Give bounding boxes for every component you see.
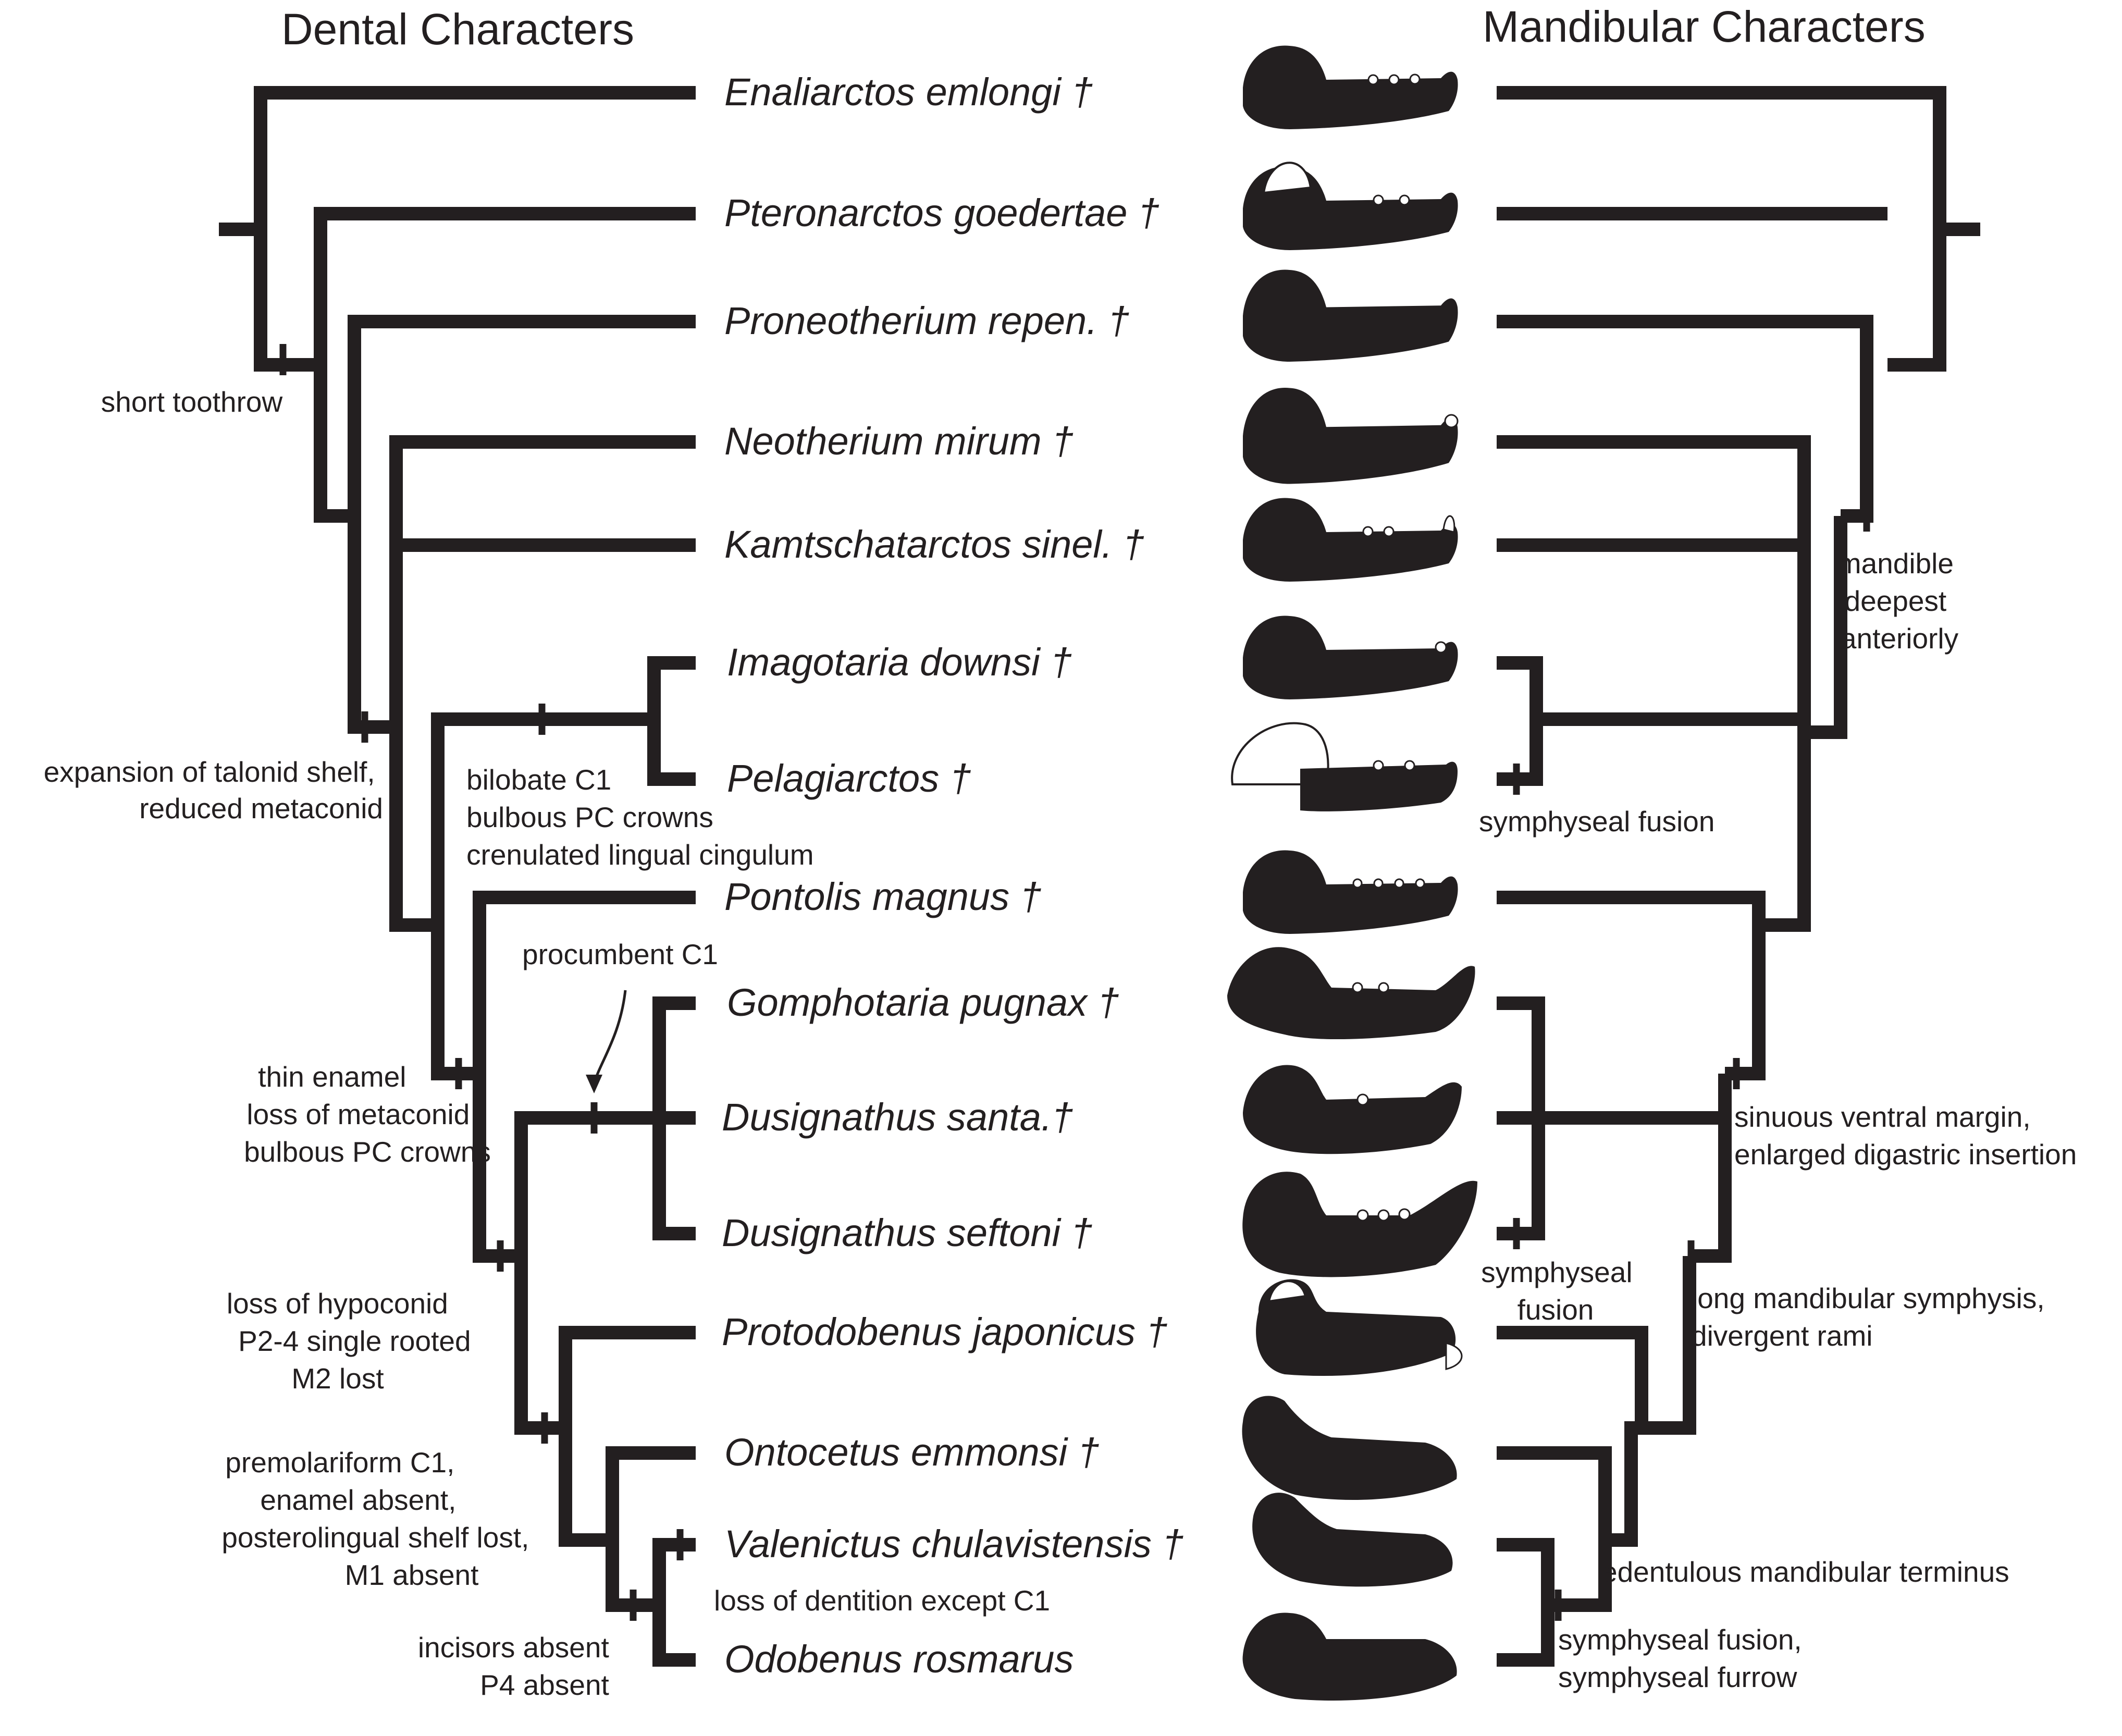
taxon-label: Proneotherium repen. †: [724, 299, 1129, 342]
taxon-label: Enaliarctos emlongi †: [724, 70, 1093, 114]
char-mandible-deepest: mandible deepest anteriorly: [1837, 547, 1961, 655]
mandible-enaliarctos: [1243, 45, 1458, 129]
mandible-dusignathus-santa: [1243, 1065, 1462, 1154]
dental-branch-pteronarctos: [314, 207, 696, 523]
taxon-label: Protodobenus japonicus †: [722, 1310, 1168, 1353]
char-procumbent: procumbent C1: [522, 938, 718, 970]
mand-branch-valenictus-odobenus: [1497, 1538, 1555, 1667]
mandible-pteronarctos: [1243, 162, 1458, 250]
mandible-silhouettes: [1227, 45, 1477, 1701]
taxon-label: Pelagiarctos †: [727, 757, 971, 800]
mandibular-ticks: [1509, 500, 1870, 1621]
char-talonid: expansion of talonid shelf, reduced meta…: [44, 756, 383, 824]
mandibular-annotations: mandible deepest anteriorly symphyseal f…: [1479, 547, 2077, 1693]
taxon-label: Pteronarctos goedertae †: [724, 191, 1159, 235]
mandible-valenictus: [1252, 1493, 1453, 1587]
char-long-symphysis: long mandibular symphysis, divergent ram…: [1691, 1282, 2053, 1352]
taxon-label: Dusignathus seftoni †: [722, 1211, 1093, 1254]
taxon-label: Imagotaria downsi †: [727, 641, 1072, 684]
dental-branch-imagotaria: [647, 656, 696, 786]
char-short-toothrow: short toothrow: [101, 386, 283, 418]
taxon-label: Kamtschatarctos sinel. †: [724, 523, 1144, 566]
taxon-label: Valenictus chulavistensis †: [724, 1522, 1184, 1566]
mand-branch-deep-group: [1804, 516, 1847, 739]
mandible-ontocetus: [1242, 1396, 1457, 1500]
char-furrow: symphyseal fusion, symphyseal furrow: [1558, 1623, 1810, 1693]
mand-branch-enaliarctos: [1497, 86, 1946, 372]
mand-branch-pontolis: [1497, 891, 1766, 1080]
mand-branch-edentulous: [1605, 1256, 1696, 1547]
dental-ticks: [279, 344, 684, 1621]
mandible-odobenus: [1242, 1612, 1457, 1701]
char-incisors: incisors absent P4 absent: [418, 1631, 617, 1701]
taxon-label: Dusignathus santa.†: [722, 1095, 1074, 1139]
char-symph-fusion-1: symphyseal fusion: [1479, 805, 1714, 838]
dental-branch-dusignathus-santa: [514, 1111, 696, 1435]
mandible-protodobenus: [1256, 1279, 1463, 1376]
mandible-pontolis: [1243, 850, 1458, 934]
taxon-label: Odobenus rosmarus: [724, 1637, 1074, 1681]
mandible-neotherium: [1243, 387, 1459, 484]
mand-branch-proneotherium: [1497, 315, 1873, 523]
char-dentition: loss of dentition except C1: [714, 1584, 1050, 1617]
mandible-gomphotaria: [1227, 947, 1475, 1040]
char-sinuous: sinuous ventral margin, enlarged digastr…: [1734, 1101, 2077, 1171]
taxon-label: Ontocetus emmonsi †: [724, 1431, 1100, 1474]
dental-branch-enaliarctos: [254, 86, 696, 372]
char-edentulous: edentulous mandibular terminus: [1601, 1556, 2009, 1588]
mandible-kamtschatarctos: [1243, 498, 1458, 582]
dental-branch-neotherium: [389, 435, 696, 932]
char-hypoconid: loss of hypoconid P2-4 single rooted M2 …: [227, 1287, 479, 1395]
mandible-proneotherium: [1243, 269, 1458, 362]
char-bilobate: bilobate C1 bulbous PC crowns crenulated…: [466, 764, 814, 871]
char-thin-enamel: thin enamel loss of metaconid bulbous PC…: [244, 1061, 491, 1168]
char-symph-fusion-2: symphyseal fusion: [1481, 1256, 1640, 1326]
tick-symph-fusion-1: [1509, 764, 1527, 795]
dental-annotations: short toothrow expansion of talonid shel…: [44, 386, 1050, 1701]
dental-branch-protodobenus: [559, 1326, 696, 1547]
taxon-label: Pontolis magnus †: [724, 875, 1042, 918]
dental-tree: [219, 86, 696, 1667]
procumbent-arrowhead: [586, 1075, 602, 1093]
mandible-pelagiarctos: [1231, 722, 1458, 811]
procumbent-arrow: [593, 990, 627, 1085]
mand-branch-imagotaria: [1497, 656, 1543, 786]
mandibular-characters-header: Mandibular Characters: [1483, 2, 1926, 51]
taxon-label: Gomphotaria pugnax †: [727, 981, 1119, 1024]
mandible-dusignathus-seftoni: [1242, 1172, 1477, 1277]
mandibular-tree: [1497, 86, 1980, 1667]
mand-branch-protodobenus: [1497, 1326, 1689, 1435]
mand-branch-neotherium: [1497, 435, 1811, 932]
taxon-label: Neotherium mirum †: [724, 420, 1074, 463]
taxon-labels: Enaliarctos emlongi † Pteronarctos goede…: [722, 70, 1184, 1681]
char-premolariform: premolariform C1, enamel absent, postero…: [221, 1446, 537, 1591]
mandible-imagotaria: [1243, 615, 1458, 699]
dental-characters-header: Dental Characters: [281, 5, 634, 54]
dental-branch-valenictus-odobenus: [652, 1538, 696, 1667]
dental-branch-proneotherium: [348, 315, 696, 734]
tick-symph-fusion-2: [1509, 1218, 1527, 1249]
